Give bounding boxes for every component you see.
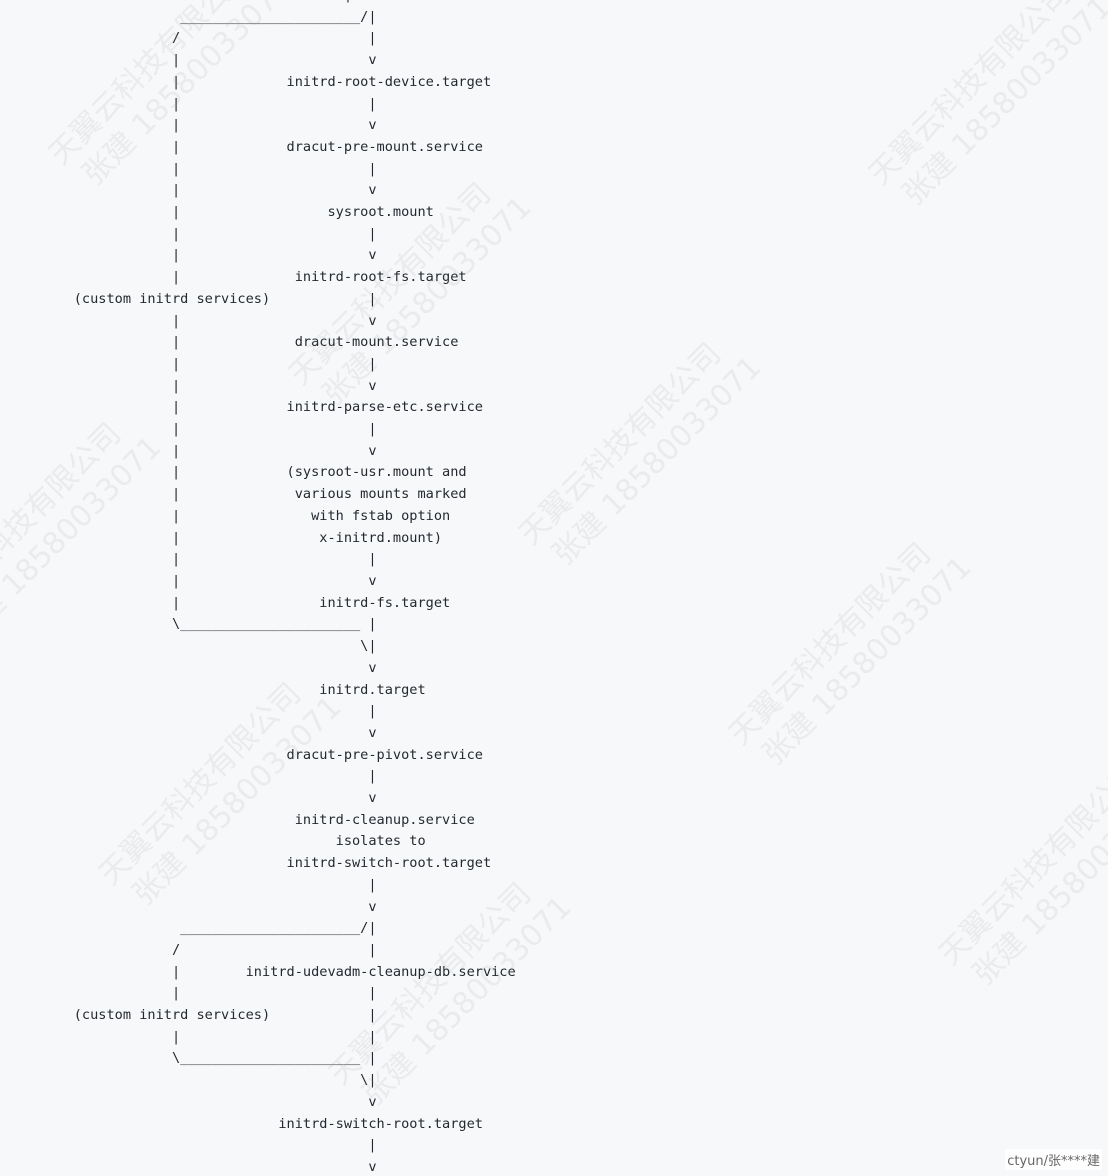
diagram-line: v xyxy=(41,659,377,676)
diagram-line: | x-initrd.mount) xyxy=(41,529,443,546)
diagram-line: | xyxy=(41,703,377,720)
diagram-line: | with fstab option xyxy=(41,507,451,524)
diagram-line: / | xyxy=(41,941,377,958)
diagram-line: | sysroot.mount xyxy=(41,204,434,221)
diagram-line: isolates to xyxy=(41,833,426,850)
diagram-line: | v xyxy=(41,182,377,199)
diagram-line: dracut-pre-pivot.service xyxy=(41,746,483,763)
diagram-line: | | xyxy=(41,95,377,112)
diagram-line: | v xyxy=(41,377,377,394)
diagram-line: | v xyxy=(41,117,377,134)
diagram-line: ______________________/| xyxy=(41,8,377,25)
diagram-line: \______________________ | xyxy=(41,616,377,633)
diagram-line: ______________________/| xyxy=(41,920,377,937)
diagram-line: | | xyxy=(41,160,377,177)
diagram-line: | dracut-pre-mount.service xyxy=(41,138,483,155)
diagram-line: | initrd-fs.target xyxy=(41,594,451,611)
diagram-line: | xyxy=(41,876,377,893)
diagram-line: | dracut-mount.service xyxy=(41,334,459,351)
diagram-line: | (sysroot-usr.mount and xyxy=(41,464,467,481)
diagram-line: | v xyxy=(41,312,377,329)
diagram-line: initrd-switch-root.target xyxy=(41,855,492,872)
diagram-line: \| xyxy=(41,1072,377,1089)
diagram-line: v xyxy=(41,790,377,807)
diagram-line: | initrd-parse-etc.service xyxy=(41,399,483,416)
diagram-line: | | xyxy=(41,421,377,438)
diagram-line: initrd.target xyxy=(41,681,426,698)
diagram-line: | v xyxy=(41,442,377,459)
footer-author-tag: ctyun/张****建 xyxy=(1005,1149,1102,1170)
diagram-line: | initrd-root-device.target xyxy=(41,73,492,90)
diagram-line: v xyxy=(41,898,377,915)
diagram-line: | xyxy=(41,0,352,3)
diagram-line: initrd-switch-root.target xyxy=(41,1115,483,1132)
diagram-line: | | xyxy=(41,225,377,242)
diagram-line: initrd-cleanup.service xyxy=(41,811,475,828)
diagram-line: \| xyxy=(41,638,377,655)
diagram-line: \______________________ | xyxy=(41,1050,377,1067)
diagram-line: | v xyxy=(41,52,377,69)
diagram-line: (custom initrd services) | xyxy=(41,1007,377,1024)
diagram-line: | | xyxy=(41,1028,377,1045)
diagram-line: | | xyxy=(41,985,377,1002)
diagram-line: | xyxy=(41,1137,377,1154)
diagram-line: (custom initrd services) | xyxy=(41,290,377,307)
diagram-line: | | xyxy=(41,551,377,568)
diagram-line: | | xyxy=(41,355,377,372)
diagram-line: v xyxy=(41,1158,377,1175)
ascii-boot-flow-diagram: | ______________________/| / | | v | ini… xyxy=(41,0,516,1176)
diagram-line: | various mounts marked xyxy=(41,486,467,503)
diagram-line: v xyxy=(41,1093,377,1110)
diagram-line: / | xyxy=(41,30,377,47)
diagram-line: | initrd-udevadm-cleanup-db.service xyxy=(41,963,516,980)
diagram-line: v xyxy=(41,724,377,741)
diagram-line: | initrd-root-fs.target xyxy=(41,269,467,286)
diagram-line: | xyxy=(41,768,377,785)
diagram-line: | v xyxy=(41,247,377,264)
diagram-line: | v xyxy=(41,572,377,589)
